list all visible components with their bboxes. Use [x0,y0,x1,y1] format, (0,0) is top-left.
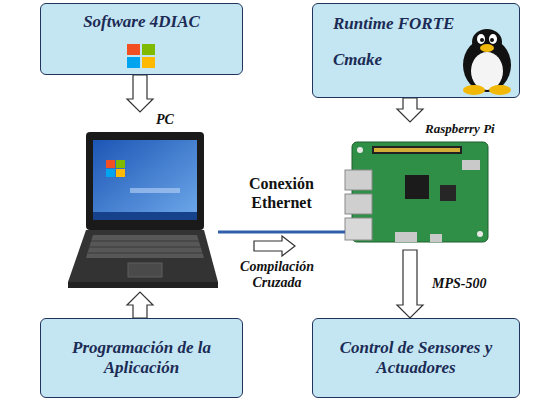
edge-label-holder: Conexión Ethernet [227,175,337,212]
raspberry-node: Raspberry Pi [345,122,510,250]
edge-label: Conexión Ethernet [227,175,337,212]
box-title: Cmake [333,50,479,70]
box-title: Software 4DIAC [47,12,236,32]
device-label: Raspberry Pi [425,122,510,137]
block-arrow [127,292,153,318]
box-title: Runtime FORTE [333,14,479,34]
laptop-picture [68,132,218,288]
cable-line [218,231,345,234]
edge-label-holder: MPS-500 [432,276,512,292]
block-arrow [127,75,153,112]
note-label: Compilación Cruzada [222,259,332,291]
box-title: Programación de la Aplicación [55,338,228,377]
device-label: PC [156,112,218,128]
ethernet-cable [218,232,345,233]
control-box: Control de Sensores y Actuadores [312,318,520,398]
pc-node: PC [68,112,218,292]
label-holder: Compilación Cruzada [222,259,332,291]
edge-label: MPS-500 [432,276,512,292]
box-title: Control de Sensores y Actuadores [323,338,509,377]
application-box: Programación de la Aplicación [40,318,243,398]
runtime-box: Runtime FORTE Cmake [312,3,520,98]
software-box: Software 4DIAC [40,3,243,75]
block-arrow [397,98,423,122]
hollow-arrow [254,236,295,256]
block-arrow [397,250,423,318]
raspberry-pi-picture [345,142,488,242]
